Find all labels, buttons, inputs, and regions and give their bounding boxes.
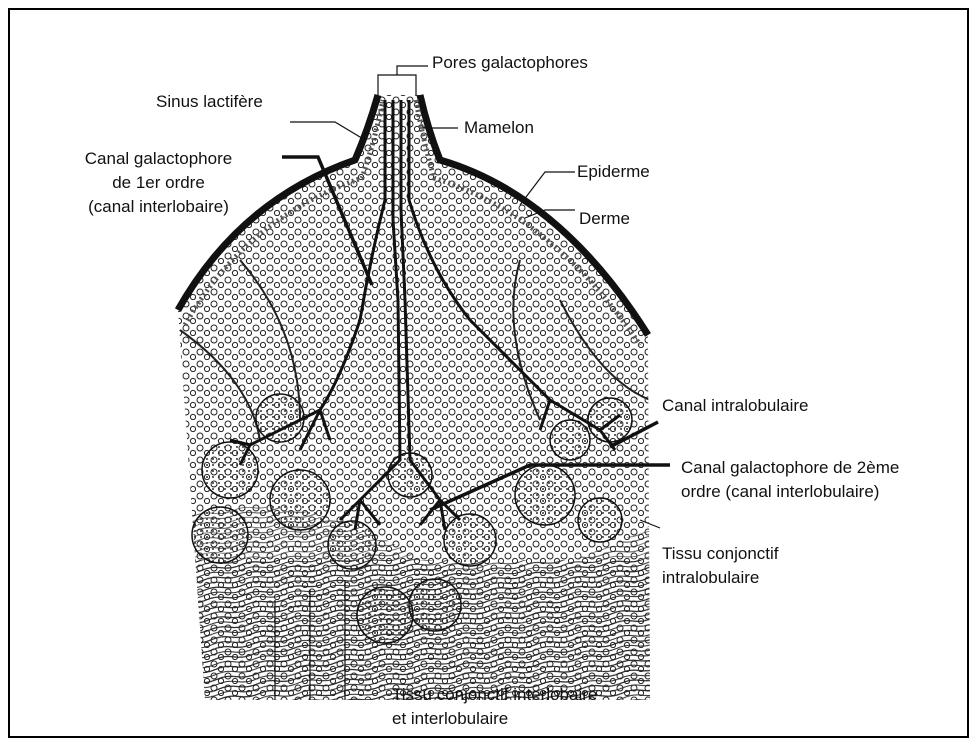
- label-tissu-conjonctif-interlobaire: Tissu conjonctif interlobaire et interlo…: [392, 683, 597, 731]
- label-canal1-line1: Canal galactophore: [56, 147, 261, 171]
- label-tissu-intra-line1: Tissu conjonctif: [662, 542, 779, 566]
- label-canal1-line2: de 1er ordre: [56, 171, 261, 195]
- label-canal1-line3: (canal interlobaire): [56, 195, 261, 219]
- label-derme: Derme: [579, 207, 630, 231]
- label-sinus-lactifere: Sinus lactifère: [156, 90, 263, 114]
- label-tissu-inter-line2: et interlobulaire: [392, 707, 597, 731]
- label-pores-galactophores: Pores galactophores: [432, 51, 588, 75]
- label-canal-galactophore-2eme-ordre: Canal galactophore de 2ème ordre (canal …: [681, 456, 899, 504]
- label-canal-galactophore-1er-ordre: Canal galactophore de 1er ordre (canal i…: [56, 147, 261, 219]
- label-epiderme: Epiderme: [577, 160, 650, 184]
- label-canal-intralobulaire: Canal intralobulaire: [662, 394, 808, 418]
- label-mamelon: Mamelon: [464, 116, 534, 140]
- label-canal2-line1: Canal galactophore de 2ème: [681, 456, 899, 480]
- label-tissu-conjonctif-intralobulaire: Tissu conjonctif intralobulaire: [662, 542, 779, 590]
- label-tissu-inter-line1: Tissu conjonctif interlobaire: [392, 683, 597, 707]
- label-tissu-intra-line2: intralobulaire: [662, 566, 779, 590]
- label-canal2-line2: ordre (canal interlobulaire): [681, 480, 899, 504]
